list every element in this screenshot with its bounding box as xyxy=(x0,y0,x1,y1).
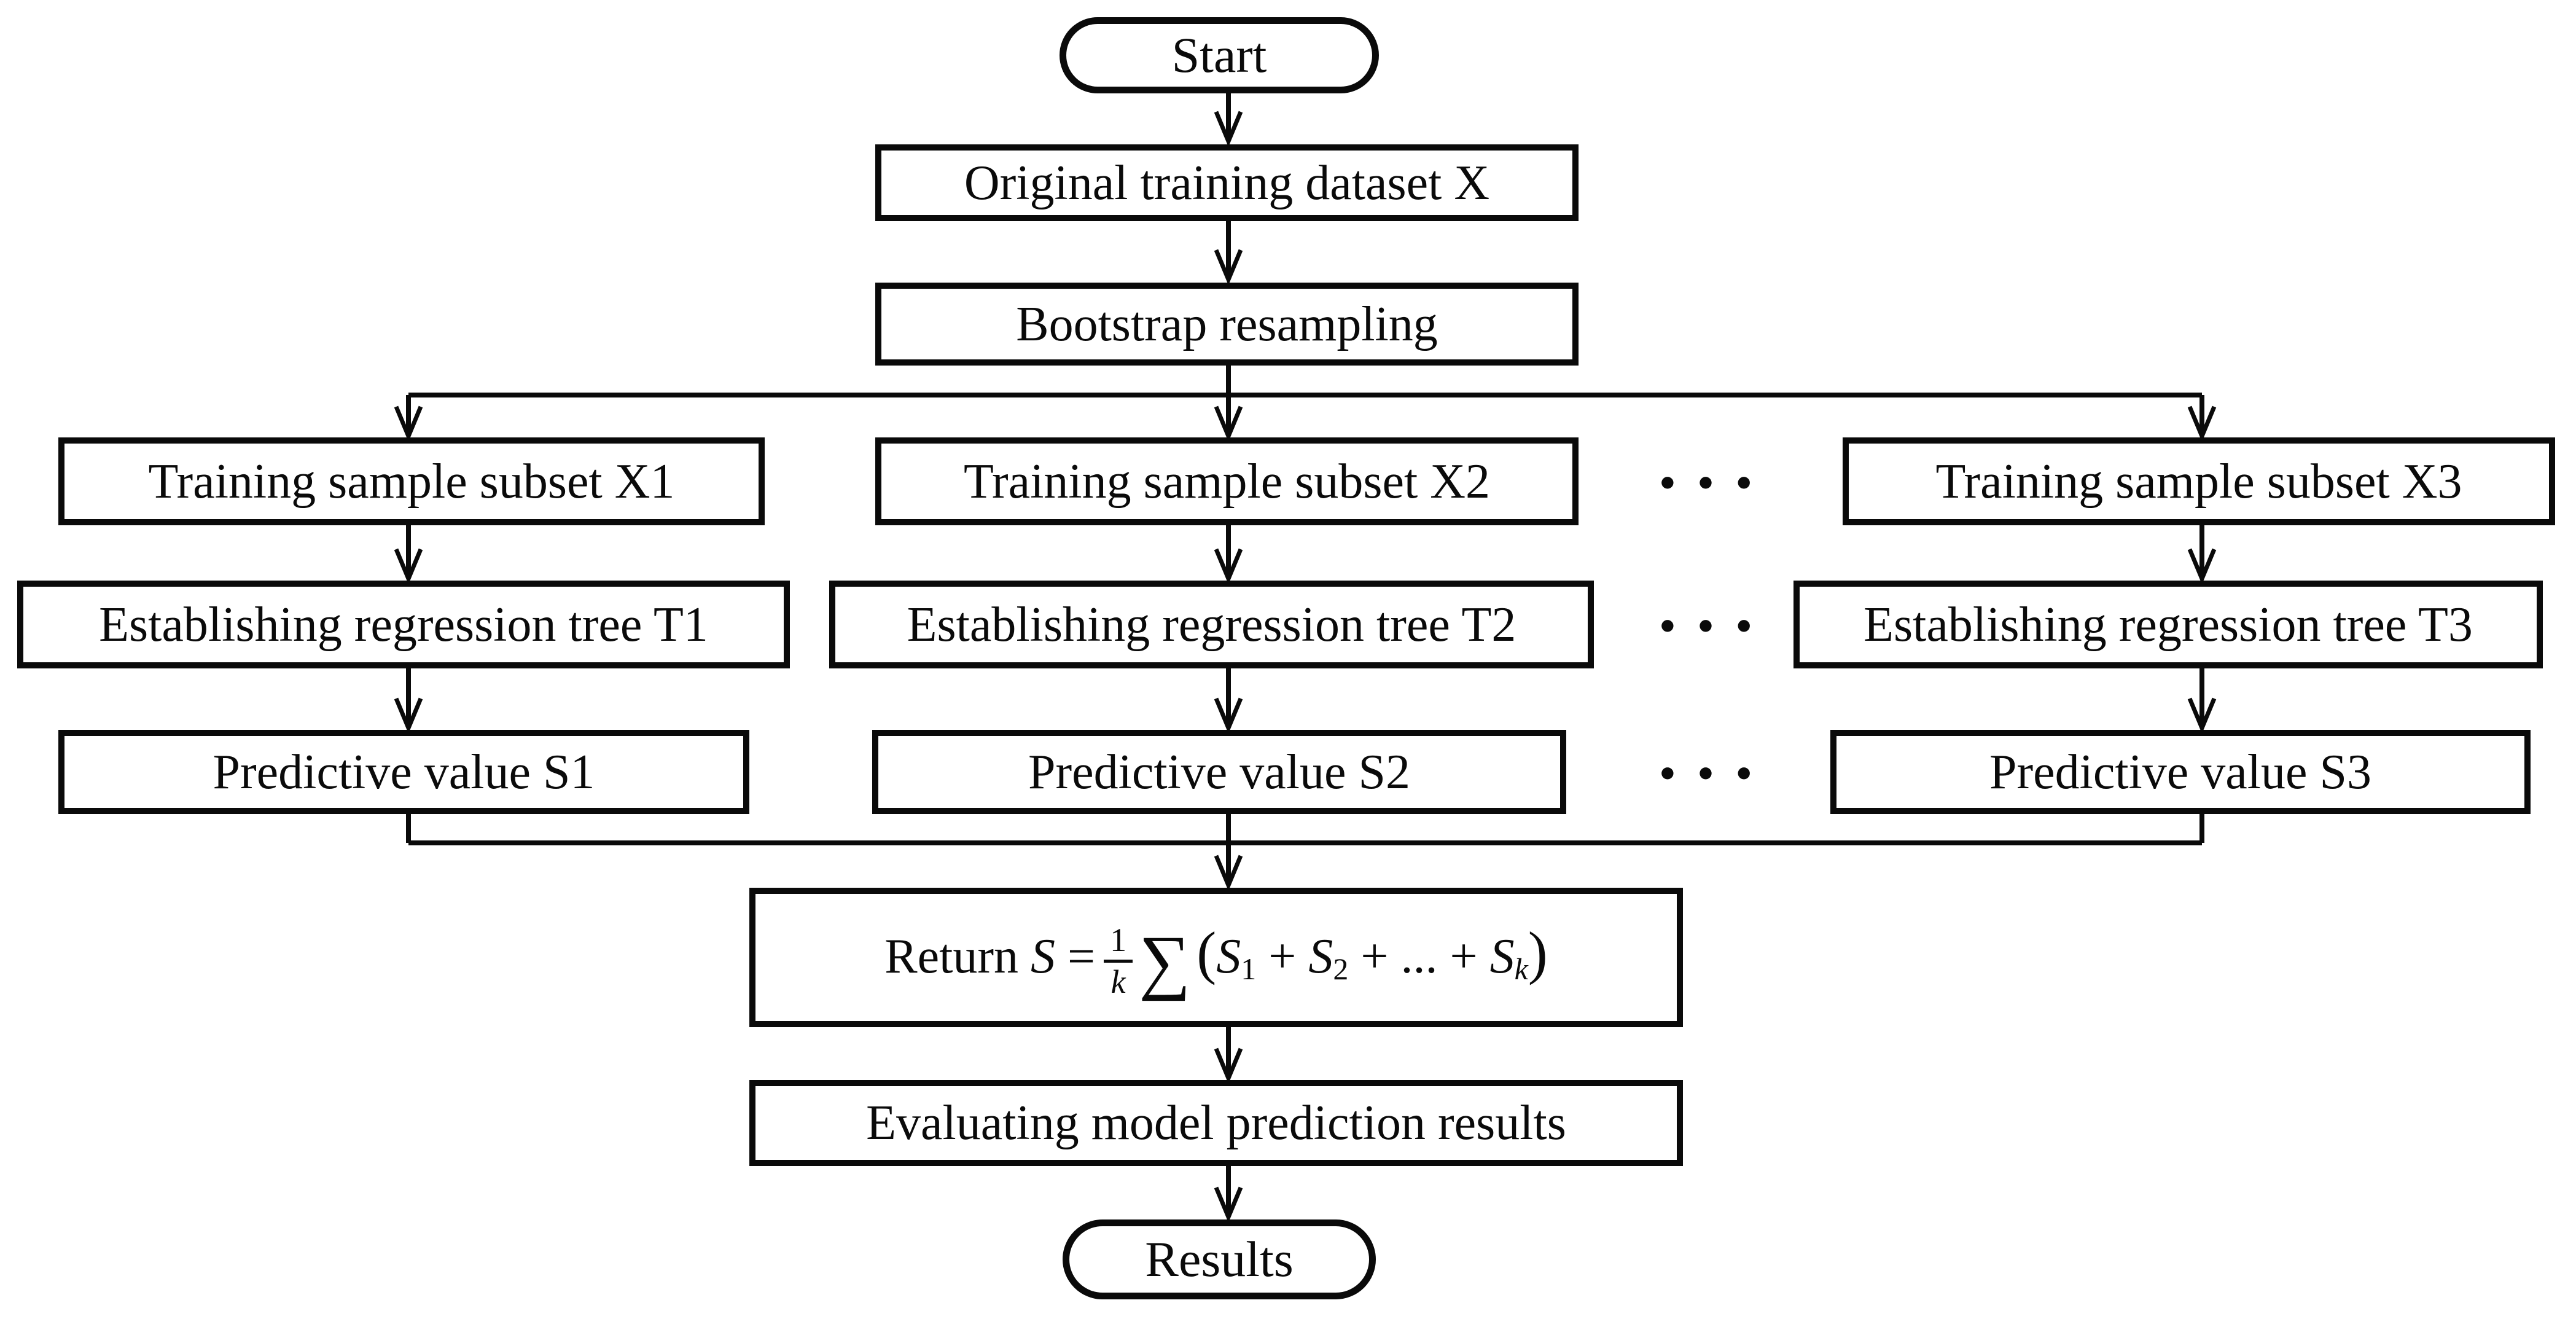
tree-t2-box: Establishing regression tree T2 xyxy=(829,581,1594,668)
arrow-bootstrap-to-subset-x2 xyxy=(1214,366,1243,442)
ellipsis-row2: ... xyxy=(1656,570,1771,646)
ellipsis-row3: ... xyxy=(1656,718,1771,794)
results-terminal: Results xyxy=(1063,1219,1376,1299)
original-dataset-box: Original training dataset X xyxy=(875,144,1579,221)
bootstrap-resampling-box: Bootstrap resampling xyxy=(875,283,1579,366)
arrow-branch-to-subset-x1 xyxy=(394,395,423,442)
formula-s: S xyxy=(1030,930,1055,984)
value-s1-box: Predictive value S1 xyxy=(58,730,749,814)
value-s3-box: Predictive value S3 xyxy=(1830,730,2531,814)
arrow-x1-to-t1 xyxy=(394,525,423,585)
tree-t1-box: Establishing regression tree T1 xyxy=(17,581,790,668)
arrow-t1-to-s1 xyxy=(394,668,423,734)
merge-line xyxy=(406,814,2204,845)
arrow-t3-to-s3 xyxy=(2187,668,2217,734)
formula-equals: = xyxy=(1067,930,1096,984)
subset-x2-box: Training sample subset X2 xyxy=(875,437,1579,525)
subset-x3-box: Training sample subset X3 xyxy=(1843,437,2555,525)
start-terminal: Start xyxy=(1060,17,1379,93)
arrow-x2-to-t2 xyxy=(1214,525,1243,585)
arrow-x3-to-t3 xyxy=(2187,525,2217,585)
arrow-s2-to-return xyxy=(1214,814,1243,891)
sigma-symbol: ∑ xyxy=(1139,921,1191,1002)
tree-t3-box: Establishing regression tree T3 xyxy=(1793,581,2543,668)
evaluate-results-box: Evaluating model prediction results xyxy=(749,1080,1683,1166)
arrow-start-to-original xyxy=(1214,93,1243,147)
formula-prefix: Return xyxy=(884,930,1018,984)
ellipsis-row1: ... xyxy=(1656,427,1771,503)
value-s2-box: Predictive value S2 xyxy=(872,730,1566,814)
arrow-return-to-evaluate xyxy=(1214,1027,1243,1084)
arrow-evaluate-to-results xyxy=(1214,1166,1243,1223)
arrow-original-to-bootstrap xyxy=(1214,221,1243,286)
arrow-branch-to-subset-x3 xyxy=(2187,395,2217,442)
arrow-t2-to-s2 xyxy=(1214,668,1243,734)
subset-x1-box: Training sample subset X1 xyxy=(58,437,765,525)
